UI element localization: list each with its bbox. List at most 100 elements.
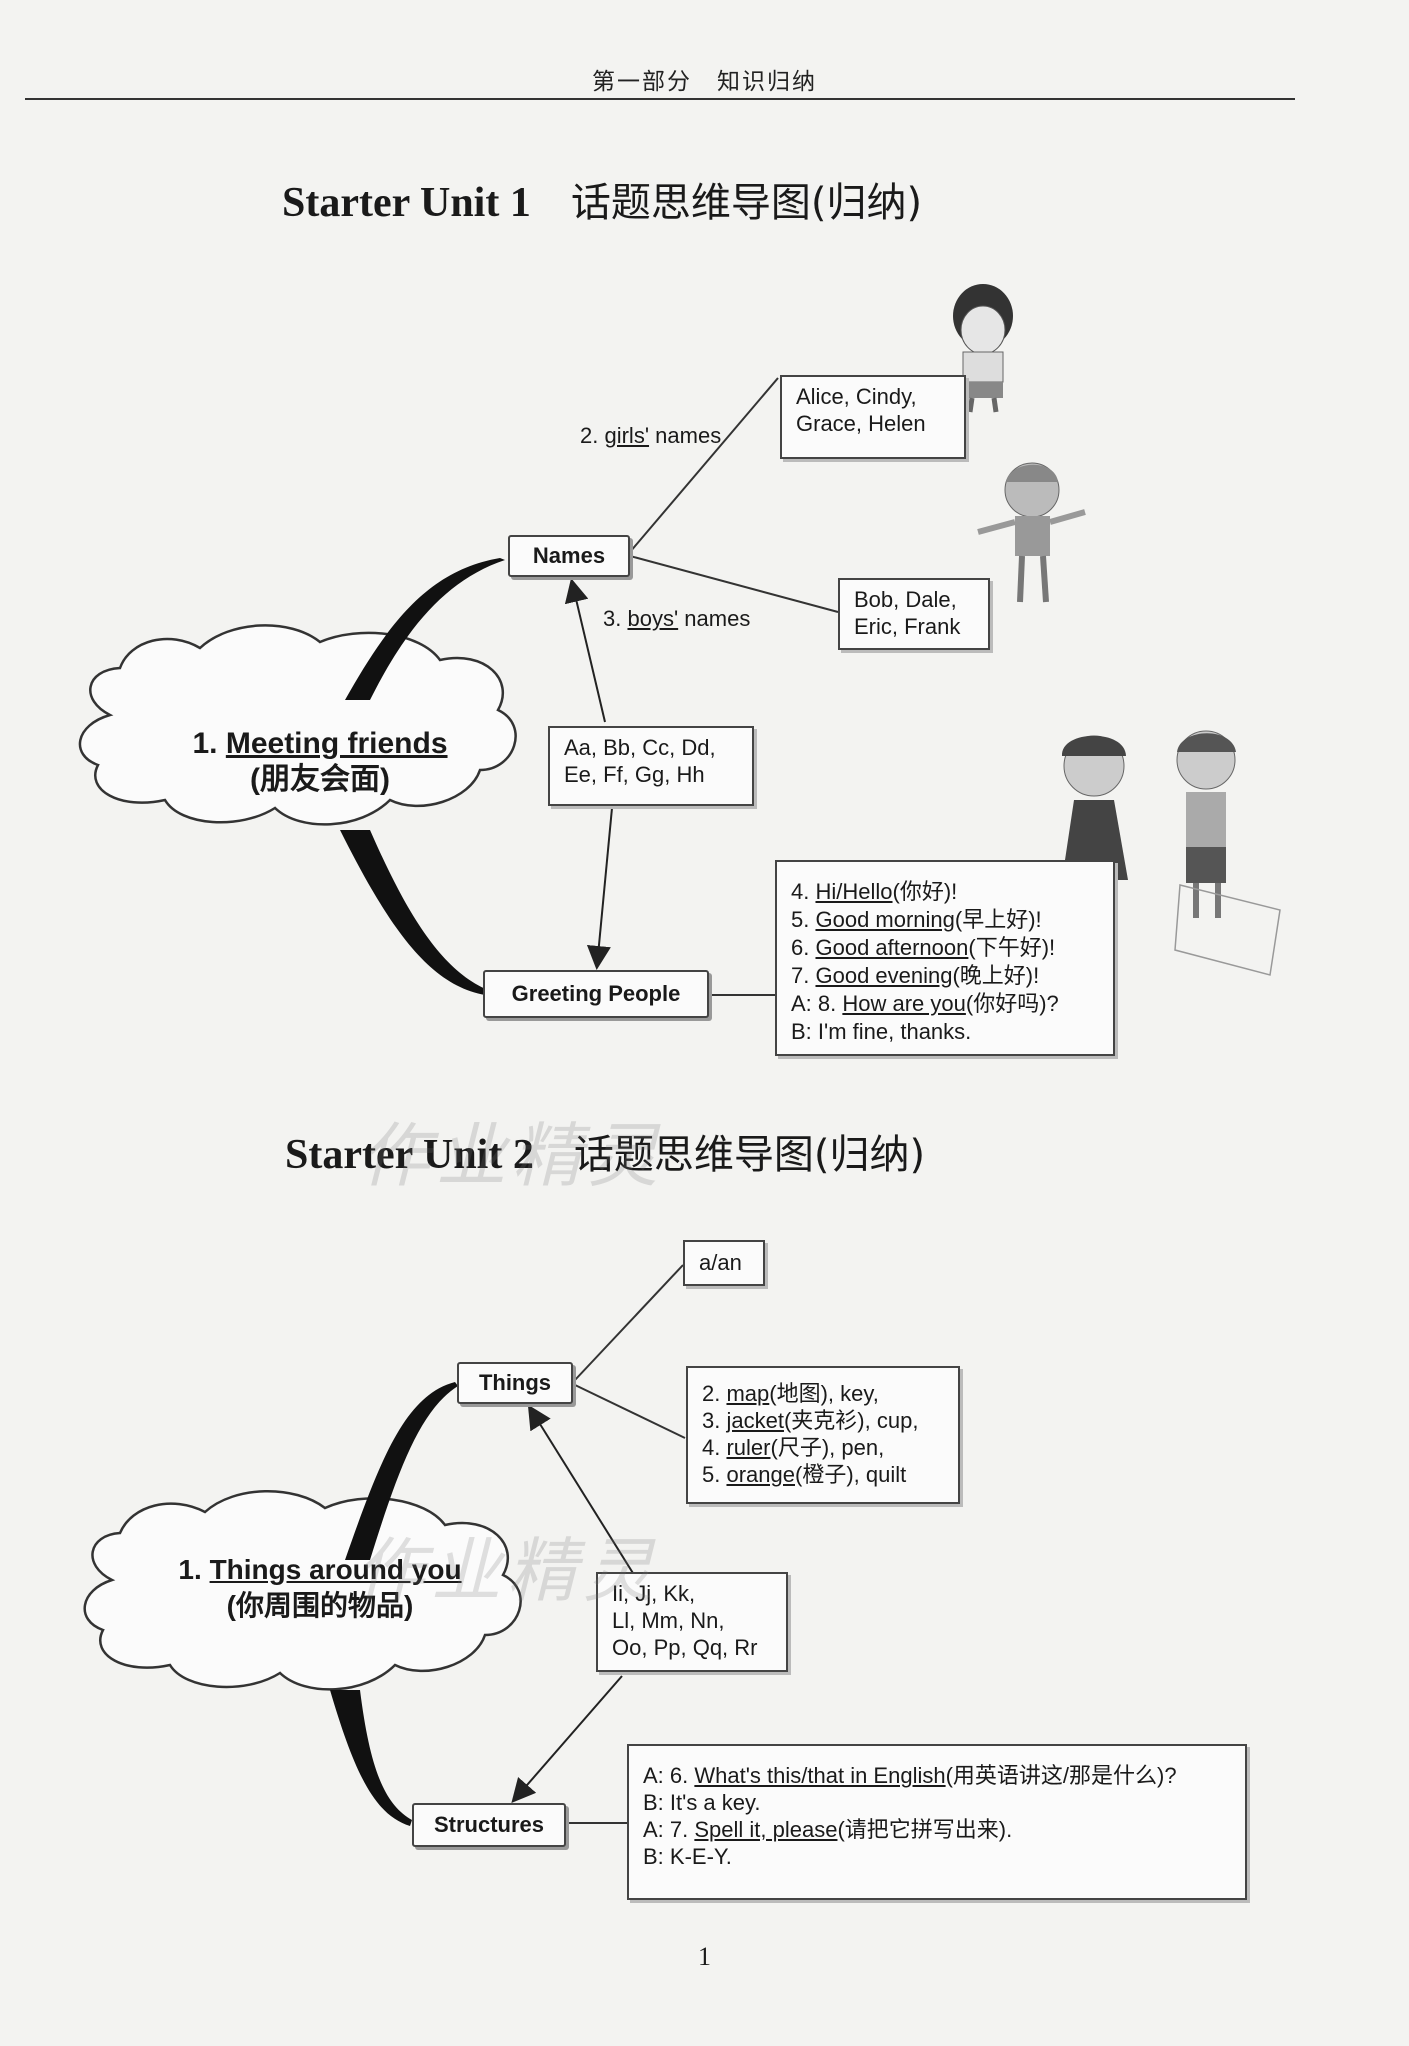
greeting-answer: Good morning — [815, 907, 955, 932]
boys-names-line: Bob, Dale, — [854, 587, 957, 612]
girls-names-label: 2. girls' names — [580, 423, 721, 449]
unit2-connector-structures — [330, 1690, 412, 1826]
greeting-gloss: (早上好)! — [954, 907, 1042, 932]
greeting-gloss: (你好吗)? — [965, 991, 1059, 1016]
greeting-people-node: Greeting People — [483, 970, 709, 1018]
greeting-line: 7. Good evening(晚上好)! — [791, 962, 1099, 990]
header-rule — [25, 98, 1295, 100]
boys-names-label: 3. boys' names — [603, 606, 750, 632]
dialogue-line: A: 6. What's this/that in English(用英语讲这/… — [643, 1762, 1231, 1789]
item-line: 3. jacket(夹克衫), cup, — [702, 1407, 944, 1434]
letters-line: Ee, Ff, Gg, Hh — [564, 762, 705, 787]
letters-line: Ll, Mm, Nn, — [612, 1608, 725, 1633]
dialogue-gloss: (请把它拼写出来). — [837, 1817, 1013, 1842]
unit2-letters-box: Ii, Jj, Kk, Ll, Mm, Nn, Oo, Pp, Qq, Rr — [596, 1572, 788, 1672]
dialogue-answer: Spell it, please — [694, 1817, 838, 1842]
greeting-line: B: I'm fine, thanks. — [791, 1018, 1099, 1046]
item-answer: jacket — [726, 1408, 784, 1433]
girl-illustration — [953, 284, 1013, 413]
greeting-line: 5. Good morning(早上好)! — [791, 906, 1099, 934]
unit1-center-topic: 1. Meeting friends (朋友会面) — [150, 726, 490, 798]
dialogue-prefix: A: 7. — [643, 1817, 689, 1842]
dialogue-line: A: 7. Spell it, please(请把它拼写出来). — [643, 1816, 1231, 1843]
unit1-center-subtitle: (朋友会面) — [250, 763, 390, 796]
girls-branch-answer: girls' — [604, 423, 650, 448]
dialogue-line: B: It's a key. — [643, 1789, 1231, 1816]
greeting-line: 4. Hi/Hello(你好)! — [791, 878, 1099, 906]
greeting-answer: How are you — [842, 991, 966, 1016]
boy-illustration — [977, 462, 1086, 603]
greeting-prefix: 4. — [791, 879, 810, 904]
unit2-title: Starter Unit 2 话题思维导图(归纳) — [285, 1122, 925, 1180]
item-line: 5. orange(橙子), quilt — [702, 1461, 944, 1488]
girls-names-line: Alice, Cindy, — [796, 384, 917, 409]
page-number: 1 — [698, 1942, 711, 1971]
unit2-center-number: 1. — [178, 1554, 202, 1585]
names-node: Names — [508, 535, 630, 577]
boys-names-box: Bob, Dale, Eric, Frank — [838, 578, 990, 650]
boys-branch-number: 3. — [603, 606, 622, 631]
greetings-box: 4. Hi/Hello(你好)! 5. Good morning(早上好)! 6… — [775, 860, 1115, 1056]
greeting-prefix: 6. — [791, 935, 810, 960]
greeting-gloss: (晚上好)! — [952, 963, 1040, 988]
unit2-title-en: Starter Unit 2 — [285, 1132, 534, 1178]
unit1-center-title: Meeting friends — [225, 727, 448, 760]
greeting-prefix: A: 8. — [791, 991, 837, 1016]
boys-branch-rest: names — [684, 606, 751, 631]
unit2-center-subtitle: (你周围的物品) — [226, 1590, 414, 1621]
dialogue-prefix: A: 6. — [643, 1763, 689, 1788]
unit2-title-cn: 话题思维导图(归纳) — [573, 1132, 926, 1178]
greeting-answer: Hi/Hello — [815, 879, 893, 904]
item-line: 2. map(地图), key, — [702, 1380, 944, 1407]
greeting-gloss: (你好)! — [892, 879, 958, 904]
item-rest: (橙子), quilt — [795, 1462, 907, 1487]
things-items-box: 2. map(地图), key, 3. jacket(夹克衫), cup, 4.… — [686, 1366, 960, 1504]
unit2-center-topic: 1. Things around you (你周围的物品) — [150, 1552, 490, 1624]
item-rest: (地图), key, — [769, 1381, 879, 1406]
unit2-connector-things — [345, 1382, 458, 1560]
page-header: 第一部分 知识归纳 — [592, 69, 817, 95]
greeting-prefix: 7. — [791, 963, 810, 988]
greeting-line: A: 8. How are you(你好吗)? — [791, 990, 1099, 1018]
unit1-connector-names — [345, 558, 505, 700]
structures-node: Structures — [412, 1803, 566, 1847]
greeting-prefix: 5. — [791, 907, 810, 932]
greeting-response: B: I'm fine, thanks. — [791, 1019, 972, 1044]
unit1-letters-box: Aa, Bb, Cc, Dd, Ee, Ff, Gg, Hh — [548, 726, 754, 806]
item-prefix: 3. — [702, 1408, 721, 1433]
dialogue-box: A: 6. What's this/that in English(用英语讲这/… — [627, 1744, 1247, 1900]
unit1-center-number: 1. — [192, 727, 218, 760]
things-node: Things — [457, 1362, 573, 1404]
dialogue-gloss: (用英语讲这/那是什么)? — [945, 1763, 1177, 1788]
item-prefix: 2. — [702, 1381, 721, 1406]
unit1-connector-greeting — [340, 830, 488, 995]
item-answer: map — [726, 1381, 770, 1406]
dialogue-response: B: K-E-Y. — [643, 1844, 732, 1869]
boys-branch-answer: boys' — [627, 606, 679, 631]
girls-names-box: Alice, Cindy, Grace, Helen — [780, 375, 966, 459]
article-box: a/an — [683, 1240, 765, 1286]
letters-line: Oo, Pp, Qq, Rr — [612, 1635, 758, 1660]
letters-line: Ii, Jj, Kk, — [612, 1581, 696, 1606]
unit2-center-title: Things around you — [209, 1554, 462, 1585]
dialogue-line: B: K-E-Y. — [643, 1843, 1231, 1870]
item-line: 4. ruler(尺子), pen, — [702, 1434, 944, 1461]
letters-line: Aa, Bb, Cc, Dd, — [564, 735, 716, 760]
item-prefix: 4. — [702, 1435, 721, 1460]
girls-branch-rest: names — [655, 423, 722, 448]
item-prefix: 5. — [702, 1462, 721, 1487]
greeting-answer: Good afternoon — [815, 935, 969, 960]
item-answer: ruler — [726, 1435, 771, 1460]
watermark: 作业精灵 — [355, 1532, 659, 1610]
dialogue-response: B: It's a key. — [643, 1790, 761, 1815]
item-rest: (夹克衫), cup, — [783, 1408, 919, 1433]
girls-names-line: Grace, Helen — [796, 411, 926, 436]
boys-names-line: Eric, Frank — [854, 614, 961, 639]
greeting-line: 6. Good afternoon(下午好)! — [791, 934, 1099, 962]
greeting-answer: Good evening — [815, 963, 953, 988]
watermark: 作业精灵 — [360, 1117, 664, 1195]
dialogue-answer: What's this/that in English — [694, 1763, 946, 1788]
girls-branch-number: 2. — [580, 423, 599, 448]
